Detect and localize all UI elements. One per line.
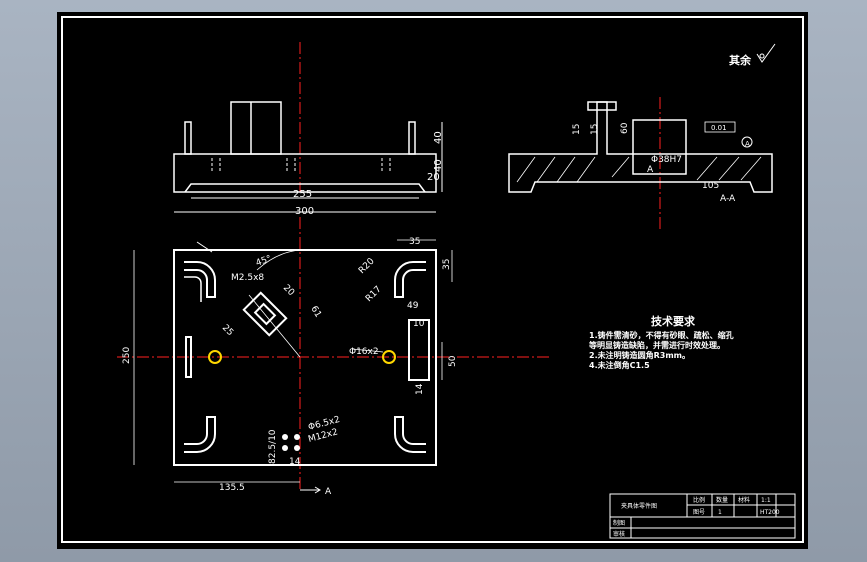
dim-r20: R20 [357,256,377,276]
dim-20: 20 [281,283,296,298]
dim-35a: 35 [409,237,420,247]
dim-40b: 40 [433,159,444,172]
dim-10: 10 [413,319,425,329]
tech-line-1: 1.铸件需清砂，不得有砂眼、疏松、缩孔 [589,330,734,340]
section-marker: A [745,140,750,148]
tech-line-2: 等明显铸造缺陷，并需进行时效处理。 [588,340,725,350]
dim-255: 255 [293,189,312,200]
tb-check: 审核 [613,530,625,538]
cad-drawing: 其余 40 40 20 255 300 [61,16,804,543]
sec-tol: 0.01 [711,124,727,132]
dim-50: 50 [448,355,458,367]
sec-dim-60: 60 [620,122,630,134]
plan-view [173,241,437,466]
tech-requirements: 技术要求 1.铸件需清砂，不得有砂眼、疏松、缩孔 等明显铸造缺陷，并需进行时效处… [588,314,734,370]
section-view [508,101,773,193]
dim-14a: 14 [415,383,425,395]
section-arrow [300,486,321,494]
surface-roughness-note: 其余 [729,43,776,67]
sec-fit: A [647,165,654,175]
drawing-canvas: 其余 40 40 20 255 300 [57,12,808,549]
tb-cell-mat-val: HT200 [760,509,780,516]
drawing-border [61,16,804,543]
dim-61: 61 [308,305,322,320]
sec-dim-15b: 15 [590,124,600,135]
part-name: 夹具体零件图 [621,502,657,510]
dim-825: 82.5/10 [268,429,278,464]
dim-40a: 40 [433,131,444,144]
tech-title: 技术要求 [651,314,696,328]
plan-dims: 35 35 45° M2.5x8 R20 R17 20 25 61 49 10 … [122,237,458,497]
locating-holes [208,350,396,364]
dim-phi16: Φ16x2 [349,347,379,357]
tb-drawn: 制图 [613,519,625,527]
tb-cell-mat: 材料 [738,496,750,504]
dim-ang45: 45° [255,254,273,269]
tb-cell-scale-val: 1:1 [761,497,771,504]
dim-14b: 14 [289,457,301,467]
tb-cell-scale: 比例 [693,496,705,504]
surface-note-text: 其余 [729,53,752,67]
tb-cell-qty-val: 1 [718,509,722,516]
dim-20: 20 [427,172,440,183]
title-block-text: 夹具体零件图 比例 数量 材料 1:1 图号 1 HT200 制图 审核 [613,496,780,538]
dim-m25: M2.5x8 [231,273,264,283]
tb-cell-drawno: 图号 [693,509,705,516]
section-label: A-A [720,194,736,204]
centerlines [117,42,661,492]
section-dims: 15 15 60 Φ38H7 A 105 A-A A 0.01 [572,121,750,204]
dim-250: 250 [122,347,132,364]
small-holes [282,434,300,451]
sec-phi: Φ38H7 [651,155,682,165]
tech-line-3: 2.未注明铸造圆角R3mm。 [589,350,690,360]
dim-r17: R17 [364,285,384,305]
sec-dim-105: 105 [702,181,719,191]
top-view [173,101,443,213]
top-view-dims: 40 40 20 255 300 [293,131,444,217]
sec-dim-15a: 15 [572,124,582,135]
dim-300: 300 [295,206,314,217]
section-arrow-label: A [325,487,332,497]
title-block [609,493,796,539]
tb-cell-qty: 数量 [716,496,728,504]
plan-dimension-lines [133,239,453,483]
dim-49: 49 [407,301,419,311]
dim-35b: 35 [442,259,452,270]
tech-line-4: 4.未注倒角C1.5 [589,360,650,370]
dim-1355: 135.5 [219,483,245,493]
dim-25: 25 [220,323,235,338]
